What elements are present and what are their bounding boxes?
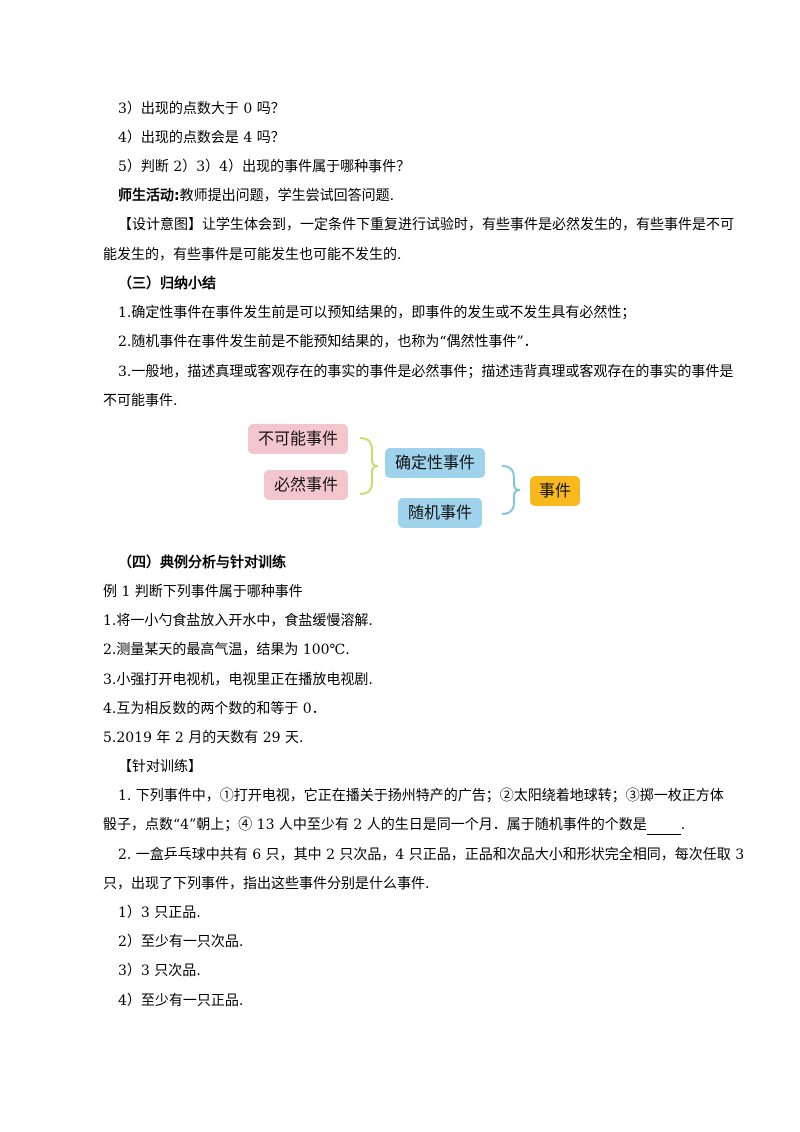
example-title: 例 1 判断下列事件属于哪种事件 — [103, 584, 303, 600]
training-q2-item-1: 1）3 只正品. — [118, 905, 201, 921]
impossible-event-box: 不可能事件 — [248, 424, 348, 454]
diagram-brackets — [359, 437, 521, 515]
question-5: 5）判断 2）3）4）出现的事件属于哪种事件？ — [118, 159, 411, 175]
section3-heading: （三）归纳小结 — [118, 276, 216, 292]
example-item-5: 5.2019 年 2 月的天数有 29 天. — [103, 730, 304, 746]
summary-item-1: 1.确定性事件在事件发生前是可以预知结果的，即事件的发生或不发生具有必然性； — [118, 305, 636, 321]
training-q1-line1: 1. 下列事件中，①打开电视，它正在播关于扬州特产的广告；②太阳绕着地球转；③掷… — [118, 788, 724, 804]
question-3: 3）出现的点数大于 0 吗？ — [118, 101, 285, 117]
answer-blank — [646, 820, 681, 835]
random-event-box: 随机事件 — [398, 498, 482, 528]
example-item-2: 2.测量某天的最高气温，结果为 100℃. — [103, 642, 350, 658]
training-q2-line1: 2. 一盒乒乓球中共有 6 只，其中 2 只次品，4 只正品，正品和次品大小和形… — [118, 847, 745, 863]
training-q2-item-4: 4）至少有一只正品. — [118, 993, 244, 1009]
training-q2-item-3: 3）3 只次品. — [118, 963, 201, 979]
activity-text: 教师提出问题，学生尝试回答问题. — [179, 188, 395, 204]
design-intent-line2: 能发生的，有些事件是可能发生也可能不发生的. — [103, 247, 402, 263]
summary-item-3: 3.一般地，描述真理或客观存在的事实的事件是必然事件；描述违背真理或客观存在的事… — [118, 364, 734, 380]
training-q2-line2: 只，出现了下列事件，指出这些事件分别是什么事件. — [103, 876, 430, 892]
question-4: 4）出现的点数会是 4 吗？ — [118, 130, 285, 146]
deterministic-event-box: 确定性事件 — [385, 448, 485, 478]
design-intent-line1: 【设计意图】让学生体会到，一定条件下重复进行试验时，有些事件是必然发生的，有些事… — [118, 217, 734, 233]
training-title: 【针对训练】 — [118, 759, 202, 775]
right-bracket — [501, 465, 521, 515]
summary-item-3-cont: 不可能事件. — [103, 393, 178, 409]
section4-heading: （四）典例分析与针对训练 — [118, 555, 286, 571]
training-q1-line2: 骰子，点数“4”朝上；④ 13 人中至少有 2 人的生日是同一个月．属于随机事件… — [103, 815, 685, 835]
certain-event-box: 必然事件 — [264, 470, 348, 500]
event-box: 事件 — [530, 476, 580, 506]
example-item-3: 3.小强打开电视机，电视里正在播放电视剧. — [103, 672, 373, 688]
training-q1-line2-text: 骰子，点数“4”朝上；④ 13 人中至少有 2 人的生日是同一个月．属于随机事件… — [103, 817, 647, 833]
example-item-4: 4.互为相反数的两个数的和等于 0． — [103, 701, 326, 717]
activity-label: 师生活动: — [118, 188, 180, 204]
event-classification-diagram: 不可能事件 必然事件 确定性事件 随机事件 事件 — [0, 410, 800, 540]
summary-item-2: 2.随机事件在事件发生前是不能预知结果的，也称为“偶然性事件”． — [118, 334, 538, 350]
example-item-1: 1.将一小勺食盐放入开水中，食盐缓慢溶解. — [103, 613, 373, 629]
activity-line: 师生活动:教师提出问题，学生尝试回答问题. — [118, 186, 394, 206]
training-q1-end: . — [680, 817, 686, 833]
training-q2-item-2: 2）至少有一只次品. — [118, 934, 244, 950]
left-bracket — [359, 437, 379, 495]
